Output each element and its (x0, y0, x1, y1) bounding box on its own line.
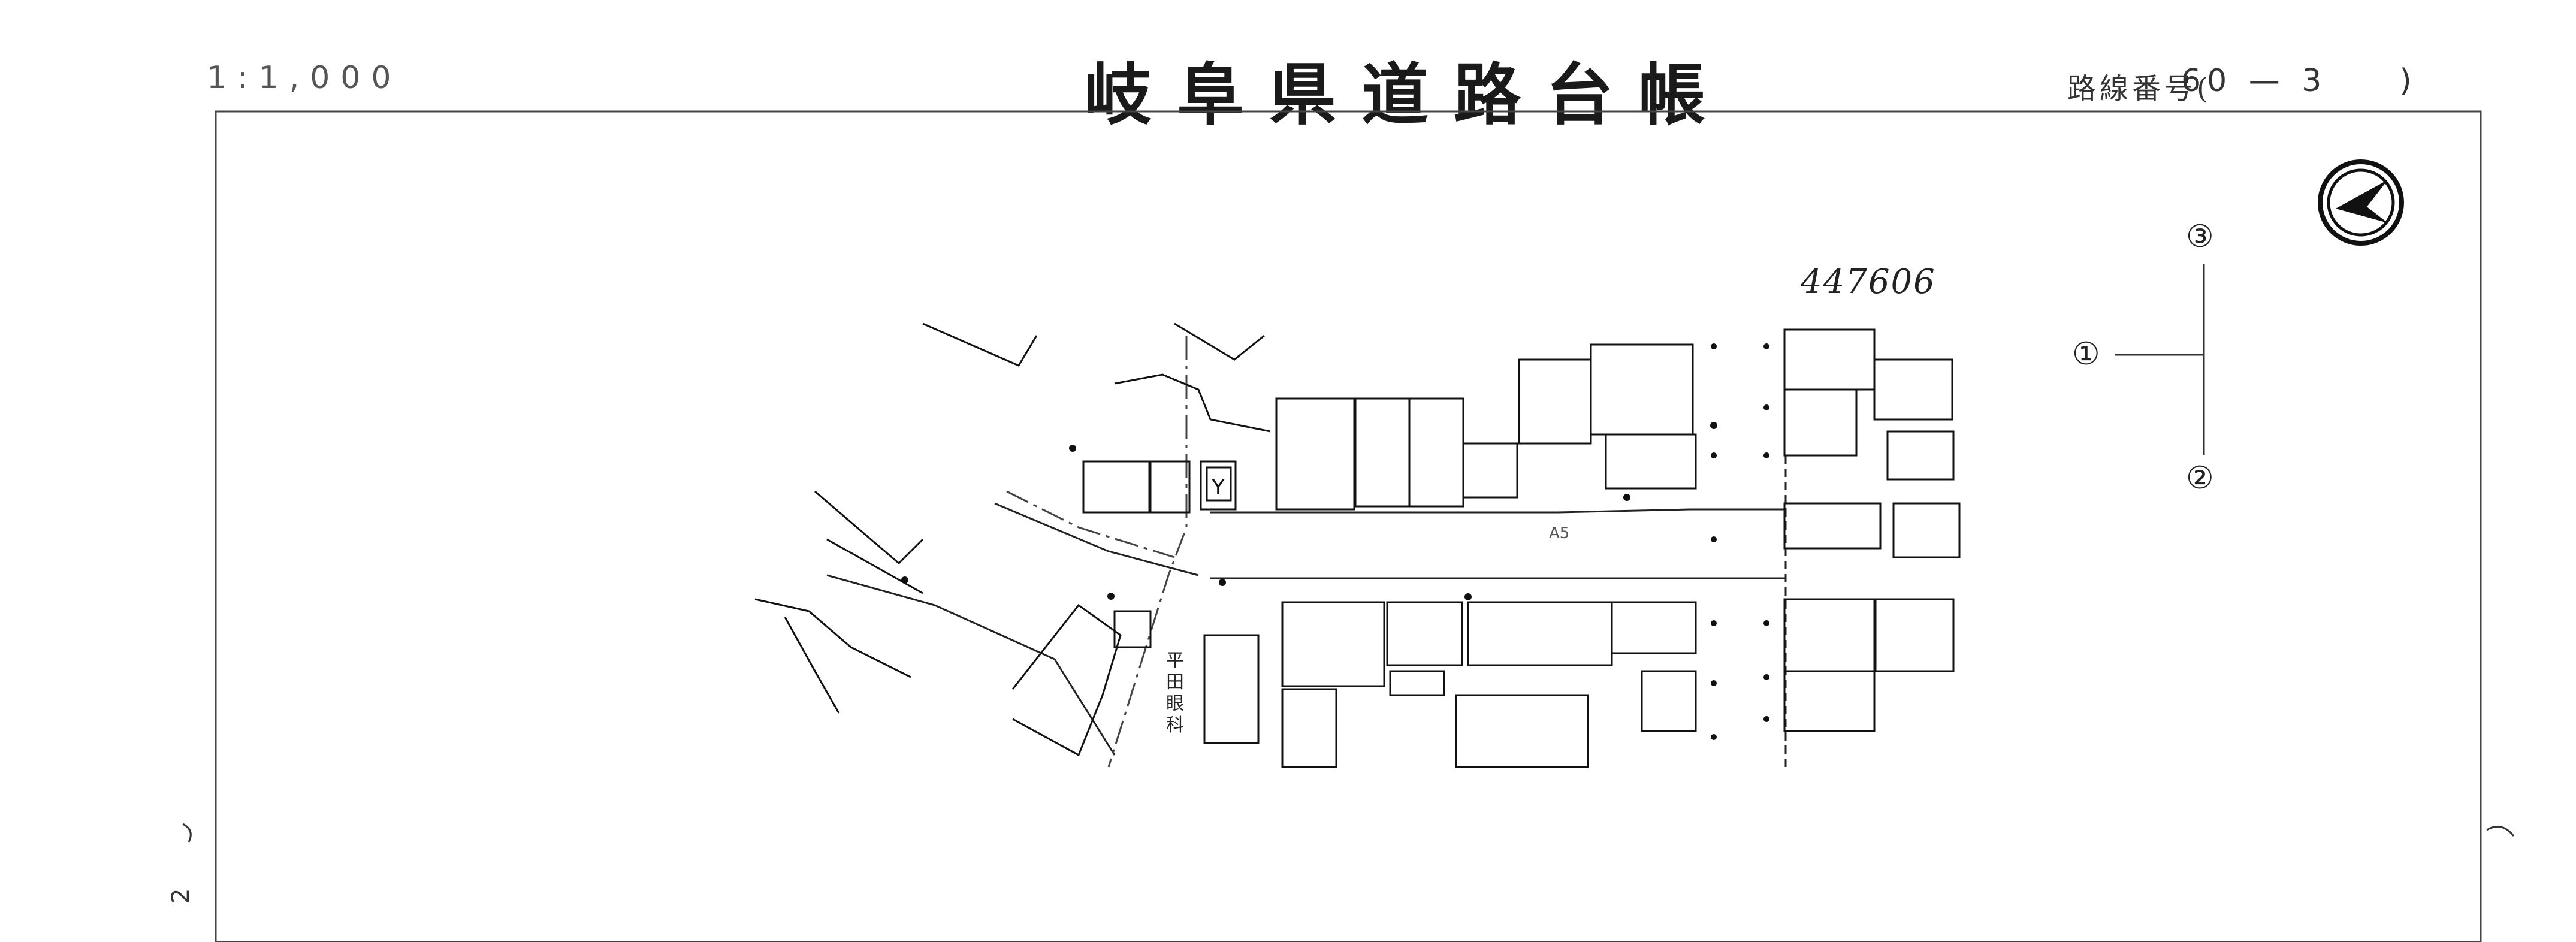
building-outlines-south (754, 598, 1955, 768)
utility-pole-dots (901, 343, 1769, 740)
road-outline (826, 455, 1787, 767)
index-number-3: ③ (2186, 219, 2214, 255)
route-number-value: 60 — 3) (2181, 63, 2418, 99)
route-number-label: 路線番号( (2067, 72, 2212, 105)
page-title: 岐阜県道路台帳 (1085, 56, 1731, 134)
handwritten-parcel-number: 447606 (1801, 262, 1936, 301)
road-segment-label: A5 (1549, 524, 1569, 542)
sheet-index-diagram (2115, 264, 2205, 455)
left-edge-number: 2 (167, 889, 195, 904)
route-number-text: 60 — 3 (2181, 63, 2328, 99)
index-number-1: ① (2072, 336, 2100, 372)
scale-label: 1:1,000 (207, 60, 402, 96)
traffic-sign-box (1206, 466, 1232, 502)
map-frame (215, 110, 2482, 942)
index-number-2: ② (2186, 460, 2214, 496)
route-number-close: ) (2399, 63, 2418, 99)
building-outlines (814, 322, 1961, 594)
traffic-sign-mark: Y (1211, 475, 1225, 500)
right-edge-mark (2486, 825, 2515, 837)
road-centerline (1006, 336, 1188, 768)
left-edge-mark (182, 823, 192, 843)
north-arrow-icon (2318, 159, 2404, 246)
clinic-label: 平田眼科 (1166, 650, 1184, 736)
